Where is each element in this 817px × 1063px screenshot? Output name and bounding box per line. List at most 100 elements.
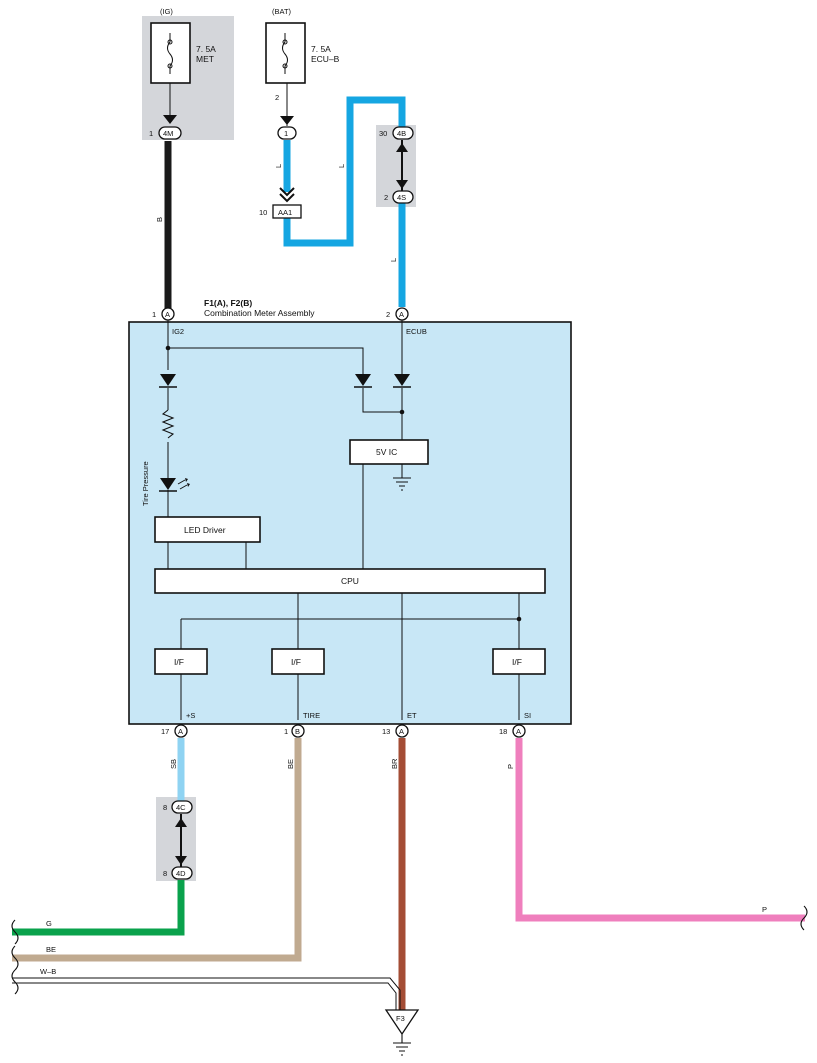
bat-arrow-head bbox=[280, 116, 294, 125]
meter-title: F1(A), F2(B) bbox=[204, 298, 252, 308]
if-label-speed: I/F bbox=[174, 657, 184, 667]
bat-fuse-name: ECU–B bbox=[311, 54, 340, 64]
connector-4d: 4D 8 bbox=[163, 866, 193, 880]
svg-text:4B: 4B bbox=[397, 129, 406, 138]
svg-text:ET: ET bbox=[407, 711, 417, 720]
led-driver-label: LED Driver bbox=[184, 525, 226, 535]
wire-label-p-bottom: P bbox=[762, 905, 767, 914]
bat-fuse-pin: 2 bbox=[275, 93, 279, 102]
if-label-si: I/F bbox=[512, 657, 522, 667]
svg-text:17: 17 bbox=[161, 727, 169, 736]
connector-4b: 4B 30 bbox=[379, 126, 414, 140]
svg-text:1: 1 bbox=[149, 129, 153, 138]
wire-label-sb: SB bbox=[169, 759, 178, 769]
if-label-tire: I/F bbox=[291, 657, 301, 667]
if-box-speed bbox=[154, 648, 208, 675]
wire-be bbox=[12, 738, 302, 962]
svg-text:1: 1 bbox=[284, 727, 288, 736]
if-box-tire bbox=[271, 648, 325, 675]
connector-4s: 4S 2 bbox=[384, 190, 414, 204]
svg-text:2: 2 bbox=[386, 310, 390, 319]
cpu-box bbox=[154, 568, 546, 594]
svg-text:8: 8 bbox=[163, 803, 167, 812]
svg-text:TIRE: TIRE bbox=[303, 711, 320, 720]
connector-4m: 4M 1 bbox=[149, 126, 182, 140]
meter-pin-ecub: A 2 ECUB bbox=[386, 307, 427, 336]
ground-f3: F3 bbox=[384, 1009, 420, 1043]
svg-text:AA1: AA1 bbox=[278, 208, 292, 217]
meter-subtitle: Combination Meter Assembly bbox=[204, 308, 315, 318]
tire-pressure-led-icon bbox=[159, 478, 190, 492]
wire-l-aa1-to-4b bbox=[283, 96, 406, 247]
meter-pin-si: SI A 18 bbox=[499, 711, 531, 738]
wire-label-be-bottom: BE bbox=[46, 945, 56, 954]
wire-p bbox=[515, 738, 805, 922]
connector-1: 1 bbox=[277, 126, 297, 140]
svg-text:1: 1 bbox=[152, 310, 156, 319]
if-box-si bbox=[492, 648, 546, 675]
wire-label-b: B bbox=[155, 217, 164, 222]
ig-fuse-rating: 7. 5A bbox=[196, 44, 216, 54]
tire-pressure-label: Tire Pressure bbox=[141, 461, 150, 506]
bat-fuse-rating: 7. 5A bbox=[311, 44, 331, 54]
svg-text:A: A bbox=[178, 727, 183, 736]
junction-dot-ig2 bbox=[165, 345, 171, 351]
cpu-label: CPU bbox=[341, 576, 359, 586]
svg-text:1: 1 bbox=[284, 129, 288, 138]
wire-wb bbox=[12, 977, 401, 1010]
wire-label-g: G bbox=[46, 919, 52, 928]
wire-label-p: P bbox=[506, 764, 515, 769]
svg-text:F3: F3 bbox=[396, 1014, 405, 1023]
meter-pin-ig2: A 1 IG2 bbox=[152, 307, 184, 336]
wire-label-l2: L bbox=[337, 164, 346, 168]
ground-icon bbox=[393, 1042, 411, 1056]
junction-4s-arrow bbox=[396, 180, 408, 189]
svg-text:A: A bbox=[165, 310, 170, 319]
svg-text:A: A bbox=[399, 727, 404, 736]
svg-text:18: 18 bbox=[499, 727, 507, 736]
svg-text:4S: 4S bbox=[397, 193, 406, 202]
wire-label-be: BE bbox=[286, 759, 295, 769]
diode-ecub bbox=[393, 374, 411, 388]
ic-5v-box bbox=[349, 439, 429, 465]
resistor-icon bbox=[161, 409, 175, 439]
svg-text:SI: SI bbox=[524, 711, 531, 720]
junction-4c-arrow bbox=[175, 818, 187, 827]
svg-text:A: A bbox=[399, 310, 404, 319]
svg-text:ECUB: ECUB bbox=[406, 327, 427, 336]
wire-label-br: BR bbox=[390, 758, 399, 769]
svg-text:4C: 4C bbox=[176, 803, 186, 812]
wire-label-l1: L bbox=[274, 164, 283, 168]
bat-fuse-element bbox=[282, 33, 288, 74]
svg-text:8: 8 bbox=[163, 869, 167, 878]
ig-fuse-name: MET bbox=[196, 54, 214, 64]
svg-text:4D: 4D bbox=[176, 869, 186, 878]
bat-source-label: (BAT) bbox=[272, 7, 292, 16]
ic-5v-label: 5V IC bbox=[376, 447, 397, 457]
svg-text:30: 30 bbox=[379, 129, 387, 138]
wire-g bbox=[12, 880, 185, 936]
connector-4c: 4C 8 bbox=[163, 800, 193, 814]
svg-text:4M: 4M bbox=[163, 129, 173, 138]
meter-internal-wiring bbox=[167, 320, 520, 720]
wire-label-wb: W–B bbox=[40, 967, 56, 976]
meter-pin-speed: +S A 17 bbox=[161, 711, 195, 738]
junction-4b-arrow bbox=[396, 143, 408, 152]
ig-arrow-head bbox=[163, 115, 177, 124]
svg-text:2: 2 bbox=[384, 193, 388, 202]
svg-text:13: 13 bbox=[382, 727, 390, 736]
svg-text:B: B bbox=[295, 727, 300, 736]
junction-dot-si bbox=[516, 616, 522, 622]
wire-break-mark-right bbox=[800, 905, 808, 931]
meter-pin-tire: TIRE B 1 bbox=[284, 711, 320, 738]
ic-ground-icon bbox=[393, 477, 411, 491]
svg-text:A: A bbox=[516, 727, 521, 736]
led-driver-box bbox=[154, 516, 261, 543]
connector-aa1: AA1 10 bbox=[259, 187, 302, 219]
wire-label-l3: L bbox=[389, 258, 398, 262]
wire-break-marks-left bbox=[11, 919, 19, 995]
ig-source-label: (IG) bbox=[160, 7, 173, 16]
diode-ig2-to-ic bbox=[354, 374, 372, 388]
meter-pin-et: ET A 13 bbox=[382, 711, 417, 738]
